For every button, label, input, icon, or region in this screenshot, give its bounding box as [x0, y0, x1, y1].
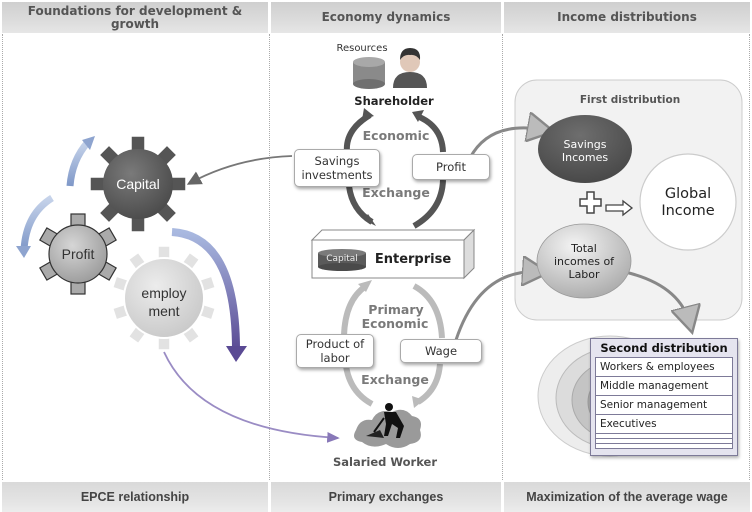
table-row: Executives	[595, 415, 733, 434]
arrow-head-icon	[16, 246, 31, 258]
first-distribution-label: First distribution	[579, 94, 681, 106]
savings-investments-box: Savings investments	[294, 149, 380, 187]
arrow-head-icon	[226, 346, 247, 362]
arrow-savings-to-capital	[186, 155, 293, 185]
arrow-labor-to-second	[624, 270, 690, 324]
primary-exchange-cycle	[341, 280, 445, 408]
global-income-label: Global Income	[661, 186, 715, 219]
footer-primary-exchanges: Primary exchanges	[271, 482, 501, 512]
profit-box: Profit	[412, 154, 490, 180]
savings-incomes-bubble	[538, 115, 632, 183]
total-incomes-label: Total incomes of Labor	[553, 242, 615, 281]
header-economy-dynamics: Economy dynamics	[271, 2, 501, 33]
arrow-wage-to-labor	[454, 272, 540, 341]
primary-label: Primary	[368, 302, 424, 317]
column-separator	[749, 34, 750, 480]
economic-exchange-cycle	[343, 108, 446, 229]
arrow-right-icon	[605, 199, 634, 217]
salaried-worker-icon	[354, 403, 421, 448]
column-separator	[502, 34, 503, 480]
cycle-arrows	[16, 136, 247, 362]
gear-capital	[89, 135, 187, 233]
table-row: Middle management	[595, 377, 733, 396]
primary-exchange-label: Exchange	[361, 372, 429, 387]
header-foundations: Foundations for development & growth	[2, 2, 268, 33]
gear-profit-label: Profit	[61, 246, 95, 262]
footer-maximization: Maximization of the average wage	[504, 482, 750, 512]
arrow-profit-to-savings	[468, 128, 545, 159]
gear-capital-label: Capital	[116, 176, 160, 192]
product-of-labor-box: Product of labor	[296, 334, 374, 368]
table-row-empty	[595, 439, 733, 444]
salaried-worker-label: Salaried Worker	[332, 455, 438, 469]
primary-economic-label: Economic	[361, 316, 429, 331]
column-separator	[2, 34, 3, 480]
gear-employment-label-line2: ment	[148, 303, 180, 319]
table-row-empty	[595, 434, 733, 439]
enterprise-label: Enterprise	[374, 252, 452, 267]
plus-icon	[579, 191, 602, 214]
second-distribution-table: Second distribution Workers & employees …	[590, 338, 738, 456]
total-incomes-bubble	[536, 223, 632, 299]
economic-label: Economic	[362, 128, 430, 143]
gear-employment-label-line1: employ	[141, 285, 187, 301]
footer-epce-relationship: EPCE relationship	[2, 482, 268, 512]
second-distribution-title: Second distribution	[600, 341, 728, 355]
table-row: Senior management	[595, 396, 733, 415]
capital-cylinder-icon	[318, 249, 366, 271]
table-row: Workers & employees	[595, 357, 733, 377]
shareholder-icon	[393, 48, 427, 88]
global-income-circle	[639, 153, 737, 251]
exchange-label: Exchange	[362, 185, 430, 200]
gear-profit	[39, 213, 117, 295]
header-income-distributions: Income distributions	[504, 2, 750, 33]
wage-box: Wage	[400, 339, 482, 363]
gear-employment-label: employ ment	[124, 284, 204, 320]
shareholder-label: Shareholder	[354, 94, 434, 108]
arrow-employment-to-worker	[163, 351, 340, 443]
arrow-head-icon	[82, 136, 95, 150]
table-row-empty	[595, 444, 733, 449]
column-separator	[269, 34, 270, 480]
resources-cylinder-icon	[353, 57, 385, 89]
capital-cylinder-label: Capital	[326, 254, 358, 264]
savings-incomes-label: Savings Incomes	[561, 138, 609, 164]
gear-employment	[111, 245, 217, 351]
resources-label: Resources	[336, 43, 388, 54]
